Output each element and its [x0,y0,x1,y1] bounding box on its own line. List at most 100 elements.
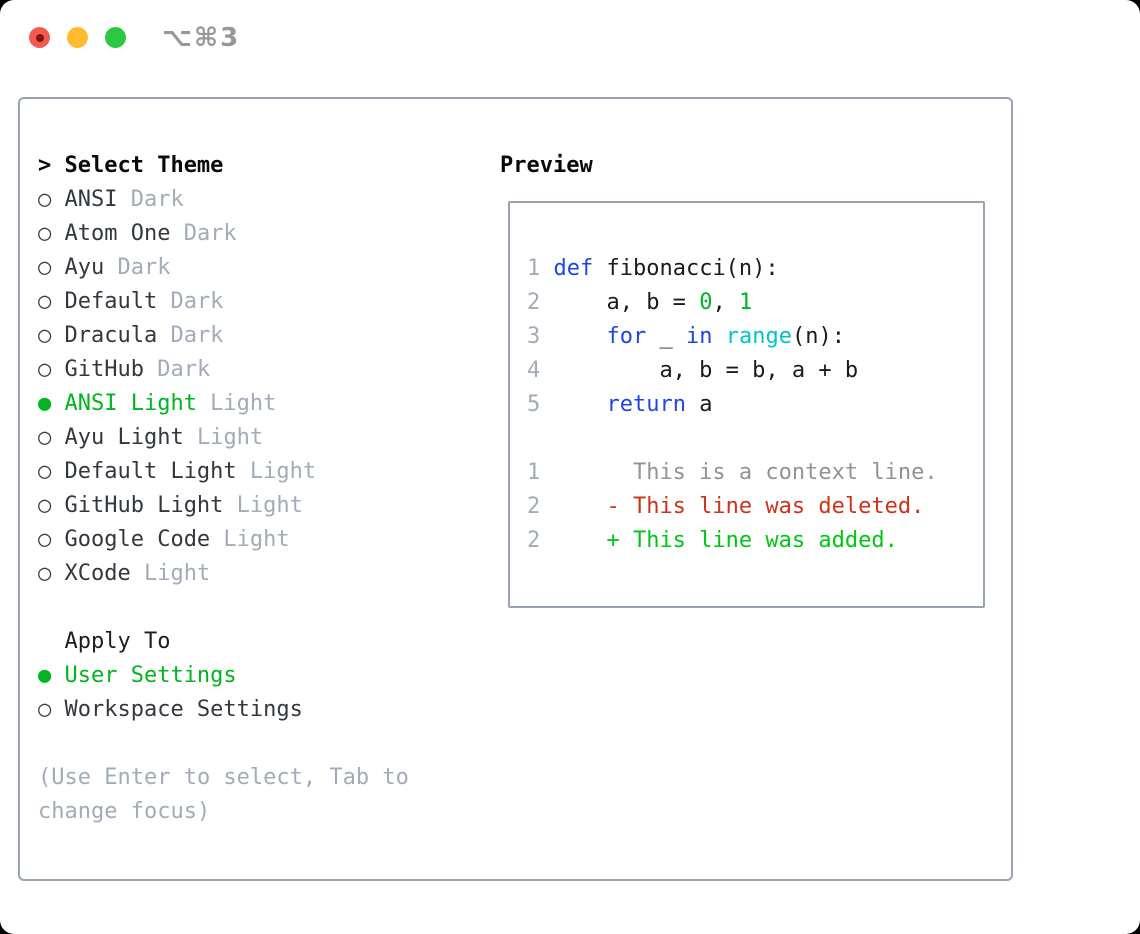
theme-name: Atom One [64,220,171,246]
theme-name: Default Light [64,458,237,484]
code-segment [540,324,606,349]
theme-name: GitHub [64,356,144,382]
line-number: 1 [527,459,541,485]
radio-icon: ○ [38,424,52,450]
theme-name: Ayu [64,254,105,280]
code-segment: a [685,391,713,417]
code-segment: in [685,323,713,349]
theme-name: ANSI Light [64,390,197,416]
preview-title: Preview [500,152,593,178]
preview-line-3: 3 for _ in range(n): [527,319,969,353]
theme-variant-label: Light [223,492,303,518]
code-segment [712,324,725,349]
radio-icon: ○ [38,492,52,518]
apply-option-workspace-settings[interactable]: ○ Workspace Settings [38,692,409,726]
theme-variant-label: Dark [143,356,211,382]
theme-option-default-light[interactable]: ○ Default Light Light [38,454,409,488]
line-number: 2 [527,289,541,315]
line-number: 4 [527,357,541,383]
theme-option-dracula[interactable]: ○ Dracula Dark [38,318,409,352]
apply-option-label: Workspace Settings [64,696,303,722]
preview-line-2: 2 a, b = 0, 1 [527,285,969,319]
select-theme-header: > Select Theme [38,148,409,182]
theme-option-atom-one[interactable]: ○ Atom One Dark [38,216,409,250]
spacer [38,590,409,624]
apply-to-list: ●User Settings ○ Workspace Settings [38,658,409,726]
theme-variant-label: Light [210,526,290,552]
minimize-button[interactable] [67,27,88,48]
code-segment: def [553,255,594,281]
radio-icon: ○ [38,288,52,314]
theme-option-ayu[interactable]: ○ Ayu Dark [38,250,409,284]
code-segment: a, b = [540,289,700,315]
theme-variant-label: Dark [104,254,171,280]
preview-line-5: 5 return a [527,387,969,421]
hint-text: (Use Enter to select, Tab to change focu… [38,760,409,828]
theme-variant-label: Dark [170,220,237,246]
code-segment [540,256,553,281]
theme-option-xcode[interactable]: ○XCode Light [38,556,409,590]
radio-icon: ○ [38,696,52,722]
line-number: 1 [527,255,541,281]
theme-option-github[interactable]: ○ GitHub Dark [38,352,409,386]
theme-name: XCode [64,560,131,586]
apply-to-header: Apply To [38,624,409,658]
code-segment: 0 [699,289,713,315]
theme-option-github-light[interactable]: ○GitHub Light Light [38,488,409,522]
preview-line-6 [527,421,969,455]
radio-icon: ○ [38,526,52,552]
theme-option-ansi-light[interactable]: ●ANSI Light Light [38,386,409,420]
window-title: ⌥⌘3 [162,22,241,53]
preview-line-1: 1 def fibonacci(n): [527,251,969,285]
radio-icon: ○ [38,458,52,484]
preview-line-7: 1 This is a context line. [527,455,969,489]
code-segment: , [712,289,739,315]
code-segment: range [725,323,792,349]
apply-option-user-settings[interactable]: ●User Settings [38,658,409,692]
theme-variant-label: Light [236,458,317,484]
radio-icon: ○ [38,220,52,246]
preview-line-9: 2 + This line was added. [527,523,969,557]
cursor-icon: > [38,152,52,178]
line-number: 5 [527,391,541,417]
line-number: 3 [527,323,541,349]
radio-icon: ○ [38,186,52,212]
apply-to-title: Apply To [64,628,171,654]
theme-option-ayu-light[interactable]: ○ Ayu Light Light [38,420,409,454]
theme-variant-label: Light [183,424,264,450]
traffic-lights [29,27,126,48]
code-segment: This is a context line. [540,459,938,485]
preview-line-4: 4 a, b = b, a + b [527,353,969,387]
record-dot-icon [35,33,44,42]
theme-name: ANSI [64,186,118,212]
theme-option-default[interactable]: ○Default Dark [38,284,409,318]
close-button[interactable] [29,27,50,48]
theme-variant-label: Dark [157,322,224,348]
code-segment: 1 [738,289,753,315]
theme-variant-label: Light [196,390,277,416]
apply-option-label: User Settings [64,662,237,688]
theme-variant-label: Light [130,560,211,586]
code-segment [540,392,606,417]
code-segment: for [606,323,647,349]
line-number: 2 [527,493,541,519]
theme-option-ansi[interactable]: ○ANSI Dark [38,182,409,216]
code-segment: (n): [791,323,845,349]
theme-selector-column: > Select Theme ○ANSI Dark○Atom One Dark○… [38,148,409,828]
theme-name: Ayu Light [64,424,184,450]
code-segment: - This line was deleted. [540,493,925,519]
preview-line-8: 2 - This line was deleted. [527,489,969,523]
radio-icon: ○ [38,322,52,348]
code-segment: _ [646,323,686,349]
maximize-button[interactable] [105,27,126,48]
titlebar: ⌥⌘3 [0,0,1140,97]
code-segment: fibonacci(n): [593,255,779,281]
radio-icon: ○ [38,254,52,280]
theme-name: Dracula [64,322,158,348]
code-segment: return [606,391,686,417]
radio-icon: ○ [38,356,52,382]
theme-option-google-code[interactable]: ○Google Code Light [38,522,409,556]
hint-line-2: change focus) [38,798,211,824]
